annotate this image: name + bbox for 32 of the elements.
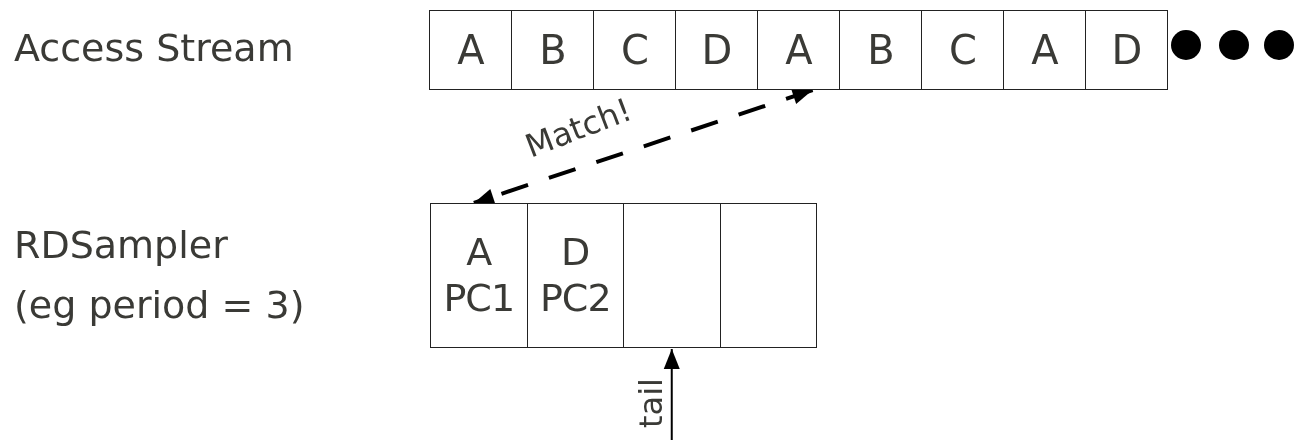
stream-cell	[757, 10, 840, 90]
cell-text: A	[1031, 26, 1058, 74]
cell-text: A	[457, 26, 484, 74]
cell-text: B	[867, 26, 894, 74]
row-label: RDSampler	[14, 223, 228, 267]
cell-text: B	[539, 26, 566, 74]
sampler-cell	[526, 203, 624, 348]
dashed-arrow	[473, 88, 814, 205]
cell-text: C	[621, 26, 648, 74]
sampler-cell	[623, 203, 721, 348]
cell-text: A	[785, 26, 812, 74]
cell-text: D	[1111, 26, 1142, 74]
stream-cell	[675, 10, 758, 90]
sampler-cell	[719, 203, 817, 348]
arrow	[663, 348, 680, 441]
cell-text: A	[466, 229, 492, 276]
stream-cell	[1085, 10, 1168, 90]
stream-cell	[429, 10, 512, 90]
stream-cell	[593, 10, 676, 90]
sampler-cell	[430, 203, 528, 348]
cell-text: D	[561, 229, 590, 276]
stream-cell	[511, 10, 594, 90]
row-label: Access Stream	[14, 26, 294, 70]
stream-cell	[1003, 10, 1086, 90]
cell-text: C	[949, 26, 976, 74]
stream-cell	[839, 10, 922, 90]
cell-text: PC2	[539, 275, 611, 322]
stream-cell	[921, 10, 1004, 90]
row-label: (eg period = 3)	[14, 283, 305, 327]
cell-text: PC1	[443, 275, 515, 322]
cell-text: D	[701, 26, 732, 74]
edge-label: tail	[632, 378, 670, 428]
